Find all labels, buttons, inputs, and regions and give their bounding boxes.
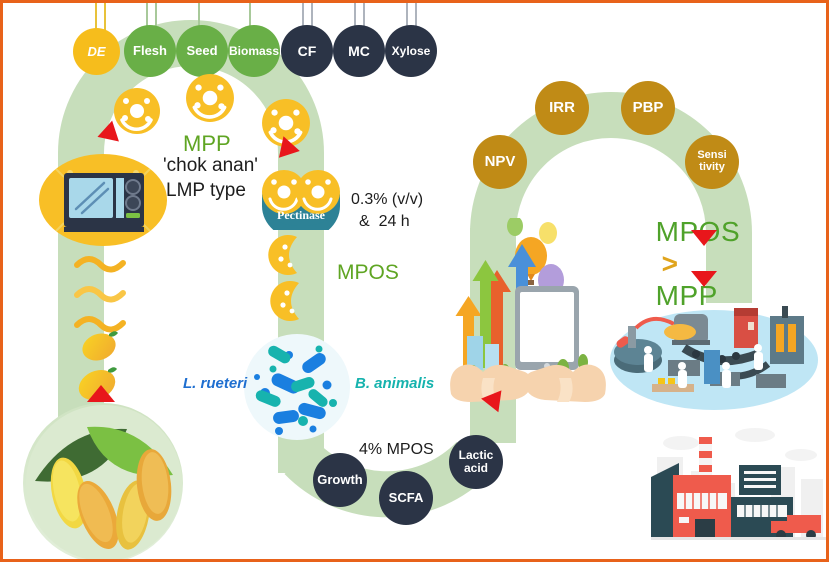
badge-de[interactable]: DE [73,28,120,75]
mango-fruit-icon-1 [82,331,118,361]
industrial-plant-illustration [651,421,826,558]
badge-growth[interactable]: Growth [313,453,367,507]
badge-irr[interactable]: IRR [535,81,589,135]
oligosaccharide-fragment-2 [270,281,299,321]
badge-seed[interactable]: Seed [176,25,228,77]
badge-flesh[interactable]: Flesh [124,25,176,77]
badge-string-flesh-2 [155,3,157,31]
badge-de-label: DE [87,43,106,59]
lmp-type-label: LMP type [166,180,246,201]
badge-string-mc-2 [363,3,365,31]
condition-line1: 0.3% (v/v) [351,191,424,208]
badge-string-biomass [249,3,251,31]
badge-string-flesh [146,3,148,31]
pectinase-label: Pectinase [277,208,325,222]
badge-lactic-acid-label-line2: acid [463,461,488,475]
badge-string-cf-2 [311,3,313,31]
badge-cf[interactable]: CF [281,25,333,77]
mpos-dose-label: 4% MPOS [359,441,434,458]
flow-arrow-down-2 [691,271,717,287]
badge-biomass[interactable]: Biomass [228,25,280,77]
bacteria-left-label: L. rueteri [183,375,248,392]
badge-sensitivity-label-line2: tivity [699,161,725,173]
badge-cf-label: CF [297,42,317,59]
microwave-extraction-illustration [38,153,168,253]
badge-npv[interactable]: NPV [473,135,527,189]
pectin-molecule-icon-1 [114,88,160,134]
flow-arrow-bend [479,387,502,413]
badge-scfa[interactable]: SCFA [379,471,433,525]
badge-string-seed [198,3,200,31]
mpos-label: MPOS [337,261,399,284]
comparison-statement: MPOS > MPP [629,198,740,330]
mango-peel-strips [74,256,126,333]
pectin-molecule-icon-3 [262,99,310,147]
hands-growth-tablet-illustration [443,216,613,408]
badge-string-de [95,3,97,31]
badge-flesh-label: Flesh [133,43,167,59]
condition-line2: & 24 h [359,213,410,230]
badge-string-cf [302,3,304,31]
badge-xylose-label: Xylose [391,43,431,58]
badge-biomass-label: Biomass [228,43,280,58]
badge-irr-label: IRR [549,99,575,117]
badge-string-xylose [406,3,408,31]
probiotic-bacteria-illustration [243,333,351,446]
badge-sensitivity[interactable]: Sensi tivity [685,135,739,189]
badge-growth-label: Growth [317,472,363,488]
badge-sensitivity-label-line1: Sensi [697,149,727,162]
bacteria-right-label: B. animalis [355,375,435,392]
pectinase-enzyme-group: Pectinase [258,168,344,240]
flow-arrow-up-left [87,385,115,402]
badge-npv-label: NPV [484,153,516,171]
factory-production-illustration [608,288,820,418]
badge-mc[interactable]: MC [333,25,385,77]
badge-xylose[interactable]: Xylose [385,25,437,77]
mpp-label: MPP [183,131,231,156]
oligosaccharide-fragment-1 [268,235,297,275]
badge-string-de-2 [104,3,106,31]
badge-lactic-acid[interactable]: Lactic acid [449,435,503,489]
badge-string-mc [354,3,356,31]
badge-pbp-label: PBP [632,99,664,117]
chok-anan-label: 'chok anan' [163,155,258,176]
flow-arrow-down-1 [691,230,717,246]
pectin-molecule-icon-2 [186,74,234,122]
figure-canvas: DE Flesh Seed Biomass CF MC Xylose [3,3,826,559]
badge-scfa-label: SCFA [388,490,424,506]
badge-seed-label: Seed [186,43,218,59]
badge-string-xylose-2 [415,3,417,31]
badge-pbp[interactable]: PBP [621,81,675,135]
badge-mc-label: MC [348,42,370,59]
mango-fruit-circle-illustration [23,403,185,559]
comparison-operator: > [661,248,679,279]
badge-lactic-acid-label-line1: Lactic [458,448,494,463]
